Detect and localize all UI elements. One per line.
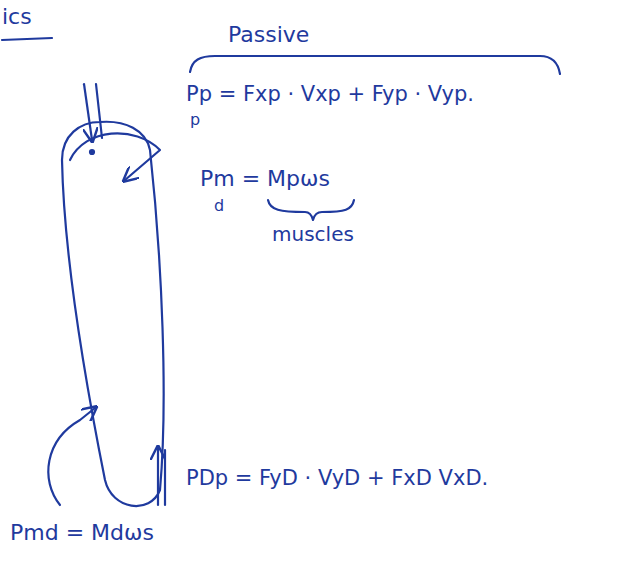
equation: Pp = Fxp · Vxp + Fyp · Vyp.: [186, 82, 474, 107]
moment-arrow: [70, 133, 160, 180]
force-arrow: [96, 84, 102, 138]
force-arrow: [164, 450, 166, 505]
limb-segment: [62, 122, 164, 506]
heading-text: ics: [2, 4, 32, 30]
underbrace: [268, 200, 354, 220]
equation: Pmd = Mdωs: [10, 520, 154, 546]
equation: PDp = FyD · VyD + FxD VxD.: [186, 466, 488, 491]
annotation: muscles: [272, 222, 354, 246]
joint-dot: [90, 150, 94, 154]
equation: Pm = Mpωs: [200, 166, 330, 192]
moment-arrow: [48, 408, 95, 505]
force-arrow: [84, 84, 92, 140]
heading-underline: [2, 38, 52, 40]
force-arrow: [157, 448, 159, 505]
subscript: p: [190, 110, 200, 129]
group-label: Passive: [228, 22, 309, 48]
subscript: d: [214, 196, 224, 215]
passive-bracket: [190, 56, 560, 74]
